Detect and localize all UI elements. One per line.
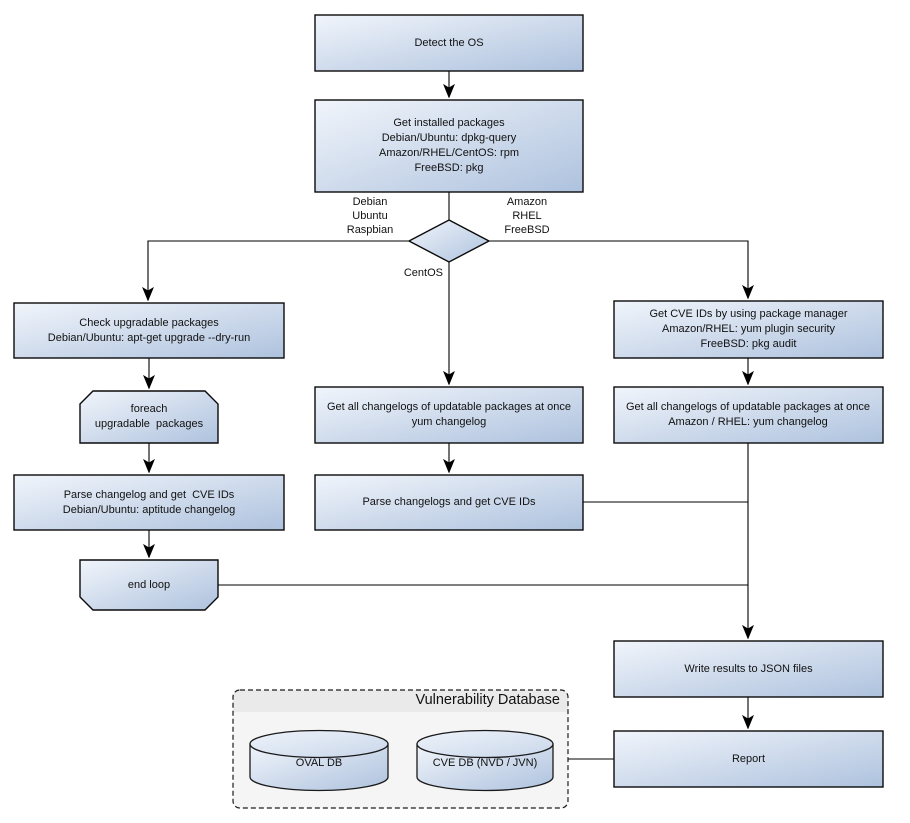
- branch-label-centos: CentOS: [403, 267, 443, 279]
- branch-label-debian-ubuntu-raspbian: Debian Ubuntu Raspbian: [346, 196, 394, 236]
- connector-lines: [148, 71, 748, 760]
- cve-db-cylinder-top: [416, 729, 554, 759]
- box-detect-os: [314, 14, 584, 72]
- box-check-upgradable-packages: [13, 302, 285, 359]
- loop-end: [79, 559, 219, 611]
- loop-start-foreach: [79, 390, 219, 444]
- box-parse-changelogs-centos: [314, 474, 584, 531]
- arrow-decision-to-get-cve-ids: [489, 240, 748, 298]
- box-get-cve-ids-pkg-manager: [613, 300, 884, 359]
- box-get-changelogs-centos: [314, 386, 584, 444]
- box-report: [613, 730, 884, 788]
- box-get-installed-packages: [314, 99, 584, 193]
- vulndb-header-band: [233, 690, 568, 712]
- box-parse-changelog-debian: [13, 474, 285, 531]
- vulnerability-db-title: Vulnerability Database: [415, 692, 560, 708]
- vulndb-dashed-border: [232, 689, 569, 809]
- box-get-changelogs-amazon: [613, 386, 884, 444]
- box-write-results-json: [613, 640, 884, 698]
- decision-os-diamond: [407, 219, 491, 263]
- oval-db-cylinder-top: [249, 729, 389, 759]
- branch-label-amazon-rhel-freebsd: Amazon RHEL FreeBSD: [504, 196, 550, 236]
- process-boxes: [13, 14, 884, 788]
- arrow-decision-to-check-upgradable: [148, 240, 409, 300]
- database-cylinders: [249, 729, 554, 792]
